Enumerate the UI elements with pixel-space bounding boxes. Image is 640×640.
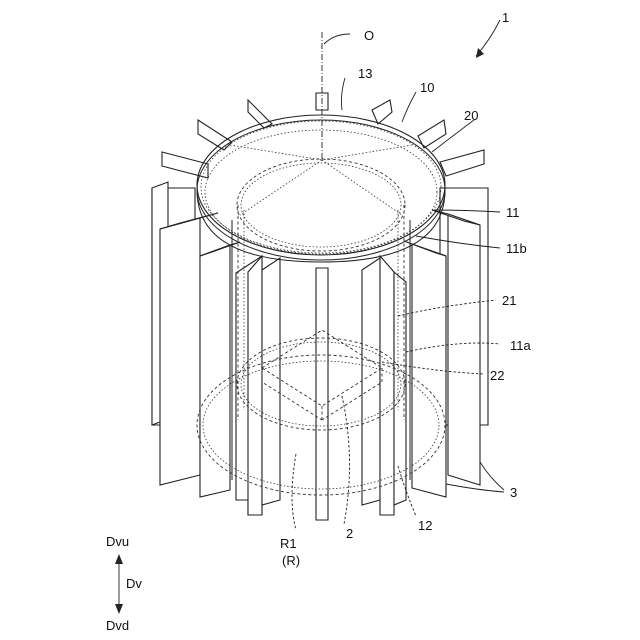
leader-2 bbox=[342, 396, 350, 524]
cavity-top-ellipse-2 bbox=[241, 163, 401, 247]
label-cover: 10 bbox=[420, 80, 434, 95]
leader-3b bbox=[446, 484, 504, 492]
cover-top-ellipse bbox=[197, 115, 445, 255]
label-fins: 3 bbox=[510, 485, 517, 500]
label-axis: O bbox=[364, 28, 374, 43]
fin-left-front bbox=[200, 245, 230, 497]
leader-R1 bbox=[292, 454, 296, 530]
device-arrowhead bbox=[476, 48, 484, 58]
fin-front-4 bbox=[362, 258, 380, 505]
fin-top-right-2 bbox=[418, 120, 446, 148]
leader-13 bbox=[341, 78, 345, 110]
axis-leader bbox=[324, 34, 350, 44]
label-region-sub: (R) bbox=[282, 553, 300, 568]
label-wall-b: 11b bbox=[506, 241, 527, 256]
cover-bottom-rim bbox=[197, 190, 445, 262]
label-wall: 11 bbox=[506, 205, 520, 220]
label-cavity: 21 bbox=[502, 293, 516, 308]
leader-3a bbox=[480, 462, 504, 490]
fin-front-3 bbox=[316, 268, 328, 520]
direction-up-label: Dvu bbox=[106, 534, 129, 549]
cavity-top-ellipse bbox=[237, 159, 405, 251]
label-top-plate: 13 bbox=[358, 66, 372, 81]
fin-top-right-1 bbox=[372, 100, 392, 124]
fin-top-left-2 bbox=[198, 120, 232, 150]
top-cover bbox=[197, 115, 445, 262]
direction-arrowhead-up bbox=[115, 554, 123, 564]
direction-indicator: Dvu Dv Dvd bbox=[106, 534, 142, 633]
direction-axis-label: Dv bbox=[126, 576, 142, 591]
label-inner-top: 20 bbox=[464, 108, 478, 123]
fin-right-mid bbox=[448, 214, 480, 485]
label-device: 1 bbox=[502, 10, 509, 25]
label-inner-bottom: 22 bbox=[490, 368, 504, 383]
cone-line-2 bbox=[322, 145, 412, 160]
direction-arrowhead-down bbox=[115, 604, 123, 614]
cone-line-1 bbox=[230, 145, 322, 160]
fin-top-right-3 bbox=[440, 150, 484, 176]
fin-left-mid bbox=[160, 218, 200, 485]
label-region: R1 bbox=[280, 536, 297, 551]
cone-line-3 bbox=[240, 160, 322, 215]
cover-inner-2 bbox=[205, 130, 437, 254]
direction-down-label: Dvd bbox=[106, 618, 129, 633]
leader-10 bbox=[402, 92, 416, 122]
label-chip: 2 bbox=[346, 526, 353, 541]
label-wall-a: 11a bbox=[510, 338, 531, 353]
cone-line-4 bbox=[322, 160, 402, 215]
fin-front-2 bbox=[262, 258, 280, 505]
fins bbox=[152, 93, 488, 520]
fin-top-left-1 bbox=[162, 152, 208, 178]
label-base: 12 bbox=[418, 518, 432, 533]
cover-inner-1 bbox=[201, 121, 441, 253]
